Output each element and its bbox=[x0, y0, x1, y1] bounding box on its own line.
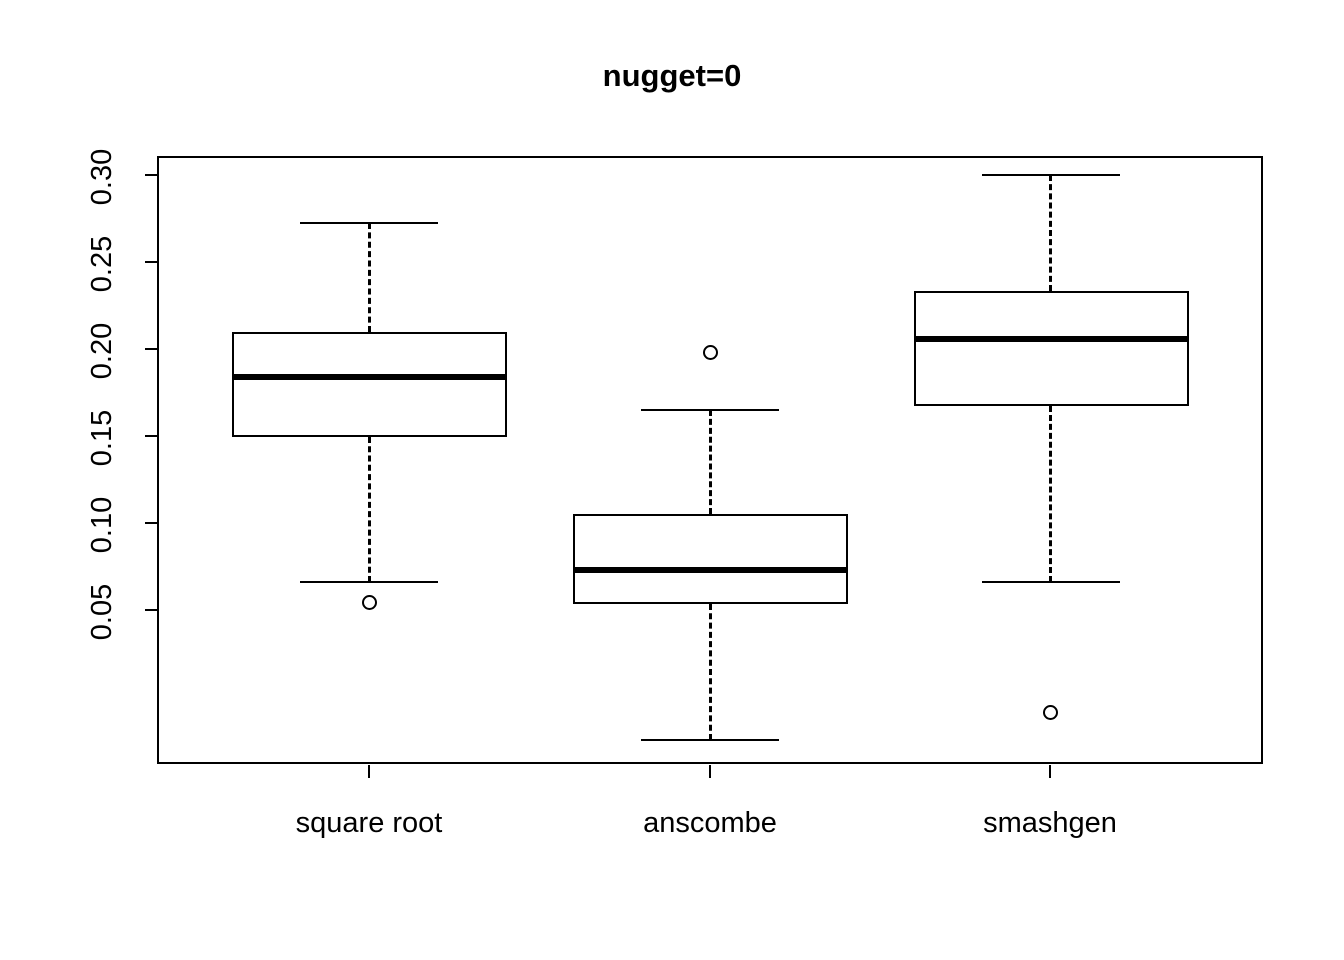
box-square-root bbox=[232, 332, 507, 437]
whisker-cap-lower-anscombe bbox=[641, 739, 779, 741]
y-tick-mark bbox=[145, 261, 157, 263]
x-tick-label-square-root: square root bbox=[295, 807, 443, 839]
median-line-anscombe bbox=[573, 567, 848, 573]
box-smashgen bbox=[914, 291, 1189, 406]
y-tick-mark bbox=[145, 609, 157, 611]
x-tick-label-smashgen: smashgen bbox=[983, 807, 1117, 839]
y-tick-label-005: 0.05 bbox=[86, 583, 118, 641]
whisker-upper-smashgen bbox=[1049, 175, 1052, 291]
x-tick-mark bbox=[1049, 765, 1051, 778]
outlier-point-anscombe bbox=[703, 345, 718, 360]
x-tick-label-anscombe: anscombe bbox=[643, 807, 777, 839]
box-anscombe bbox=[573, 514, 848, 604]
whisker-lower-square-root bbox=[368, 437, 371, 582]
whisker-lower-anscombe bbox=[709, 604, 712, 740]
y-tick-mark bbox=[145, 174, 157, 176]
whisker-cap-lower-square-root bbox=[300, 581, 438, 583]
y-tick-label-015: 0.15 bbox=[86, 409, 118, 467]
y-tick-label-025: 0.25 bbox=[86, 235, 118, 293]
y-tick-mark bbox=[145, 348, 157, 350]
y-tick-label-020: 0.20 bbox=[86, 322, 118, 380]
x-tick-mark bbox=[368, 765, 370, 778]
median-line-square-root bbox=[232, 374, 507, 380]
x-tick-mark bbox=[709, 765, 711, 778]
outlier-point-square-root bbox=[362, 595, 377, 610]
y-tick-label-010: 0.10 bbox=[86, 496, 118, 554]
whisker-cap-lower-smashgen bbox=[982, 581, 1120, 583]
whisker-lower-smashgen bbox=[1049, 406, 1052, 582]
y-tick-mark bbox=[145, 435, 157, 437]
y-tick-mark bbox=[145, 522, 157, 524]
whisker-upper-anscombe bbox=[709, 410, 712, 514]
y-tick-label-030: 0.30 bbox=[86, 148, 118, 206]
whisker-upper-square-root bbox=[368, 223, 371, 332]
page-title: nugget=0 bbox=[602, 58, 742, 93]
whisker-cap-upper-square-root bbox=[300, 222, 438, 224]
median-line-smashgen bbox=[914, 336, 1189, 342]
outlier-point-smashgen bbox=[1043, 705, 1058, 720]
